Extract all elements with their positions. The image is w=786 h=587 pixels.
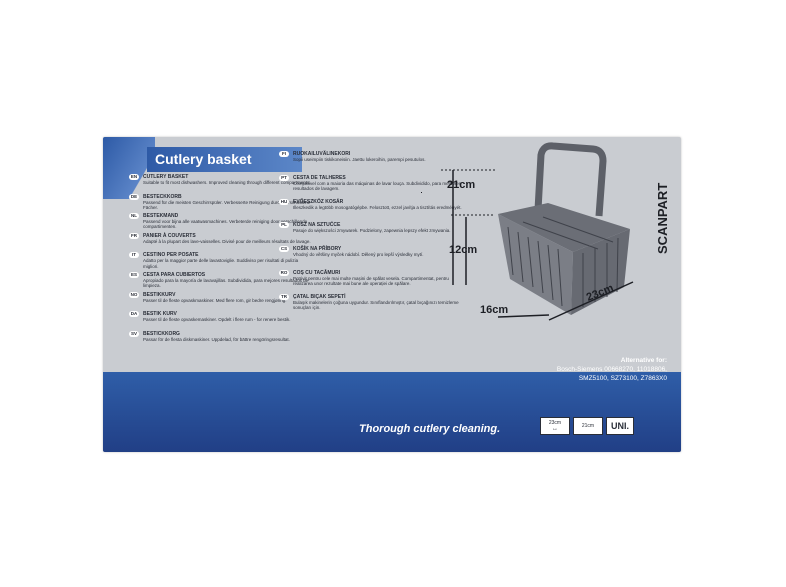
alternative-line: SMZ5100, SZ73100, Z7863X0 xyxy=(578,375,667,382)
language-code-badge: NL xyxy=(129,213,139,220)
language-heading: BESTIK KURV xyxy=(143,311,177,318)
language-description: Passend voor bijna alle vaatwasmachines.… xyxy=(143,219,308,230)
brand-logo: SCANPART xyxy=(655,183,670,254)
language-code-badge: CS xyxy=(279,246,289,253)
language-description: Pasuje do większości zmywarek. Podzielon… xyxy=(293,228,451,234)
alternative-header: Alternative for: xyxy=(620,357,667,364)
language-code-badge: TR xyxy=(279,293,289,300)
language-code-badge: PT xyxy=(279,174,289,181)
language-code-badge: ES xyxy=(129,272,139,278)
alternative-for: Alternative for: Bosch-Siemens 00668270,… xyxy=(507,356,667,383)
panel-title: Cutlery basket xyxy=(147,147,302,172)
language-code-badge: FR xyxy=(129,232,139,239)
language-description: Sopii useimpiin tiskikoneisiin. Jaettu l… xyxy=(293,157,426,162)
language-code-badge: NO xyxy=(129,291,139,298)
badge-uni: UNI. xyxy=(606,417,634,435)
language-description: Vhodný do většiny myček nádobí. Dělený p… xyxy=(293,252,424,258)
language-code-badge: HU xyxy=(279,198,289,205)
language-description: Apropiado para la mayoría de lavavajilla… xyxy=(143,278,309,289)
badge-height-label: 21cm xyxy=(581,423,595,429)
language-description: Adapté à la plupart des lave-vaisselles.… xyxy=(143,238,311,244)
language-code-badge: SV xyxy=(129,330,139,337)
language-description: Suitable to fit most dishwashers. Improv… xyxy=(143,180,311,185)
language-description: Adatto per la maggior parte delle lavast… xyxy=(143,258,299,269)
badge-height: 21cm xyxy=(573,417,603,435)
language-code-badge: DE xyxy=(129,193,139,200)
language-description: Passer til de fleste opvaskmaskiner. Med… xyxy=(143,297,287,303)
language-heading: RUOKAILUVÄLINEKORI xyxy=(293,151,351,157)
language-code-badge: RO xyxy=(279,270,289,276)
language-code-badge: PL xyxy=(279,222,289,229)
svg-text:SCANPART: SCANPART xyxy=(655,183,670,254)
badge-width-label: 23cm xyxy=(548,420,562,426)
language-heading: KOŠÍK NA PŘÍBORY xyxy=(293,246,342,253)
language-code-badge: DA xyxy=(129,311,139,318)
language-heading: BESTICKKORG xyxy=(143,330,180,337)
language-heading: BESTEKMAND xyxy=(143,213,179,220)
alternative-line: Bosch-Siemens 00668270, 11018806, xyxy=(556,366,667,373)
dimension-depth: 16cm xyxy=(480,304,509,316)
language-heading: CESTINO PER POSATE xyxy=(143,252,199,259)
language-code-badge: IT xyxy=(129,252,139,259)
language-description: Passer til de fleste opvaskemaskiner. Op… xyxy=(143,317,291,323)
language-description: Illeszkedik a legtöbb mosogatógépbe. Fel… xyxy=(293,204,462,210)
corner-band xyxy=(103,137,155,199)
language-heading: PANIER À COUVERTS xyxy=(143,232,196,239)
language-heading: CESTA DE TALHERES xyxy=(293,174,346,181)
language-heading: CESTA PARA CUBIERTOS xyxy=(143,272,206,278)
language-description: Potrivit pentru cele mai multe mașini de… xyxy=(293,276,449,287)
badge-width: 23cm ↔ xyxy=(540,417,570,435)
cutlery-basket-illustration xyxy=(421,142,634,321)
tagline: Thorough cutlery cleaning. xyxy=(359,423,501,435)
language-heading: EVŐESZKÖZ KOSÁR xyxy=(293,198,344,205)
language-heading: CUTLERY BASKET xyxy=(143,174,189,180)
language-description: Passend für die meisten Geschirrspüler. … xyxy=(143,199,311,210)
language-description: Bulaşık makinelerin çoğuna uygundur. Sın… xyxy=(293,299,459,310)
language-heading: BESTIKKURV xyxy=(143,291,176,298)
language-heading: COȘ CU TACÂMURI xyxy=(293,270,341,276)
dimension-height-inner: 12cm xyxy=(449,244,478,256)
language-heading: KOSZ NA SZTUĆCE xyxy=(293,222,341,229)
language-description: Passar för de flesta diskmaskiner. Uppde… xyxy=(143,336,290,342)
arrow-horizontal-icon: ↔ xyxy=(552,426,558,432)
language-code-badge: EN xyxy=(129,174,139,180)
dimension-height-total: 21cm xyxy=(447,179,476,191)
language-code-badge: FI xyxy=(279,151,289,157)
language-heading: BESTECKKORB xyxy=(143,193,182,200)
language-description: Compatível com a maioria das máquinas de… xyxy=(293,180,461,191)
blue-band xyxy=(103,372,681,452)
language-heading: ÇATAL BIÇAK SEPETİ xyxy=(293,293,346,300)
